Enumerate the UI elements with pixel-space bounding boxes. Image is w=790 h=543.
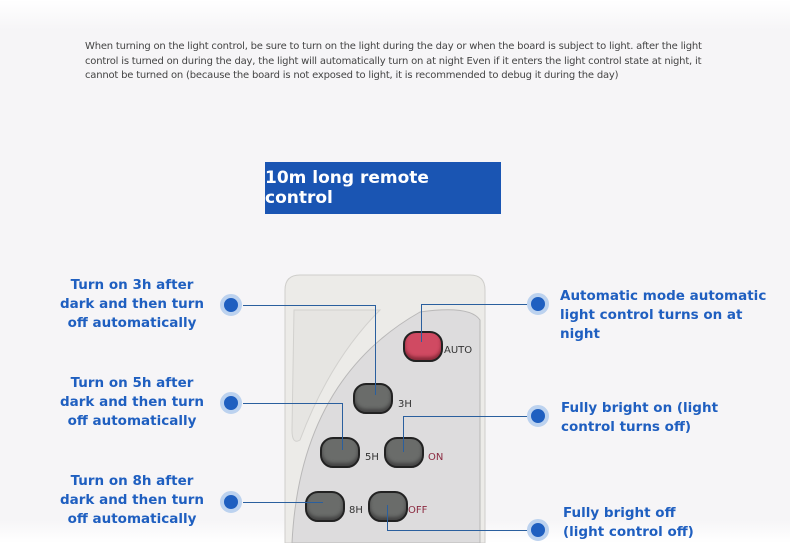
on-button[interactable]: [384, 437, 424, 468]
label-auto: Automatic mode automatic light control t…: [560, 288, 767, 342]
leader-on: [403, 416, 527, 417]
3h-button[interactable]: [353, 383, 393, 414]
label-off: Fully bright off (light control off): [563, 505, 694, 540]
marker-dot-3h: [220, 294, 242, 316]
leader-off: [387, 530, 527, 531]
auto-label: AUTO: [444, 345, 473, 356]
leader-8h: [243, 502, 323, 503]
label-5h: Turn on 5h after dark and then turn off …: [59, 375, 205, 429]
marker-dot-off: [527, 519, 549, 541]
label-8h: Turn on 8h after dark and then turn off …: [59, 473, 205, 527]
off-label: OFF: [408, 505, 428, 516]
auto-button[interactable]: [403, 331, 443, 362]
leader-5h: [243, 403, 342, 404]
on-label: ON: [428, 452, 444, 463]
label-3h: Turn on 3h after dark and then turn off …: [59, 277, 205, 331]
leader-3h: [243, 305, 375, 306]
leader-3h-v: [375, 305, 376, 395]
leader-auto: [421, 304, 527, 305]
leader-on-v: [403, 416, 404, 452]
instruction-note: When turning on the light control, be su…: [85, 41, 702, 81]
8h-label: 8H: [349, 505, 363, 516]
8h-button[interactable]: [305, 491, 345, 522]
off-button[interactable]: [368, 491, 408, 522]
marker-dot-on: [527, 405, 549, 427]
leader-off-v: [387, 505, 388, 530]
marker-dot-auto: [527, 293, 549, 315]
leader-5h-v: [342, 403, 343, 450]
3h-label: 3H: [398, 399, 412, 410]
label-on: Fully bright on (light control turns off…: [561, 400, 719, 435]
marker-dot-5h: [220, 392, 242, 414]
title-banner: 10m long remote control: [265, 162, 501, 214]
5h-label: 5H: [365, 452, 379, 463]
leader-auto-v: [421, 304, 422, 342]
5h-button[interactable]: [320, 437, 360, 468]
marker-dot-8h: [220, 491, 242, 513]
